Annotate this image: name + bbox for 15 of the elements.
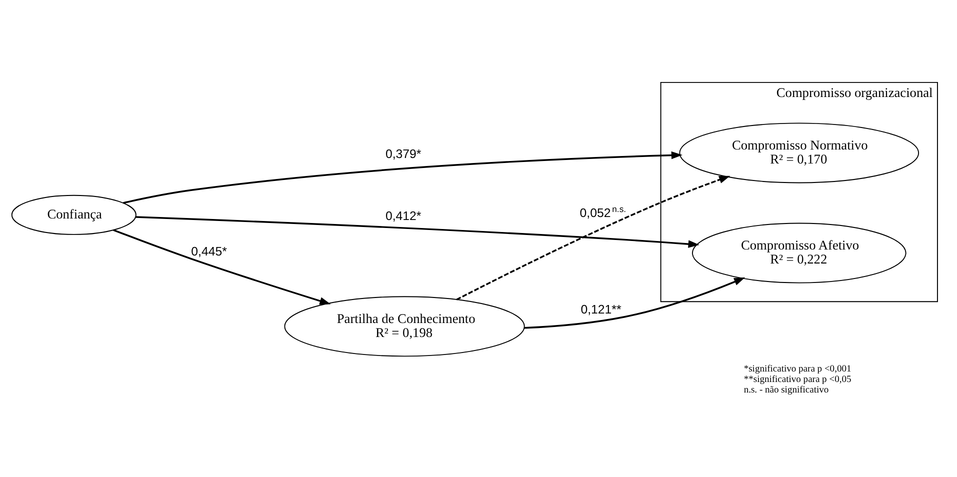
arrow xyxy=(113,229,331,305)
arrow xyxy=(456,176,730,300)
label: *significativo para p <0,001 xyxy=(744,364,852,375)
arrow xyxy=(524,277,746,329)
edge-label: 0,379* xyxy=(385,147,422,162)
label: n.s. - não significativo xyxy=(744,386,829,396)
edge-label: 0,412* xyxy=(385,209,422,224)
label: **significativo para p <0,05 xyxy=(744,375,852,386)
edge-label: 0,052$^{n.s.}$ xyxy=(580,204,626,220)
edge-label: 0,445* xyxy=(191,244,227,258)
node-ellipse: Confiança xyxy=(11,194,136,235)
arrow xyxy=(123,151,682,204)
node-ellipse: Compromisso Afetivo R² = 0,222 xyxy=(692,222,906,284)
arrow xyxy=(136,216,700,248)
edge-label: 0,121** xyxy=(580,302,622,316)
